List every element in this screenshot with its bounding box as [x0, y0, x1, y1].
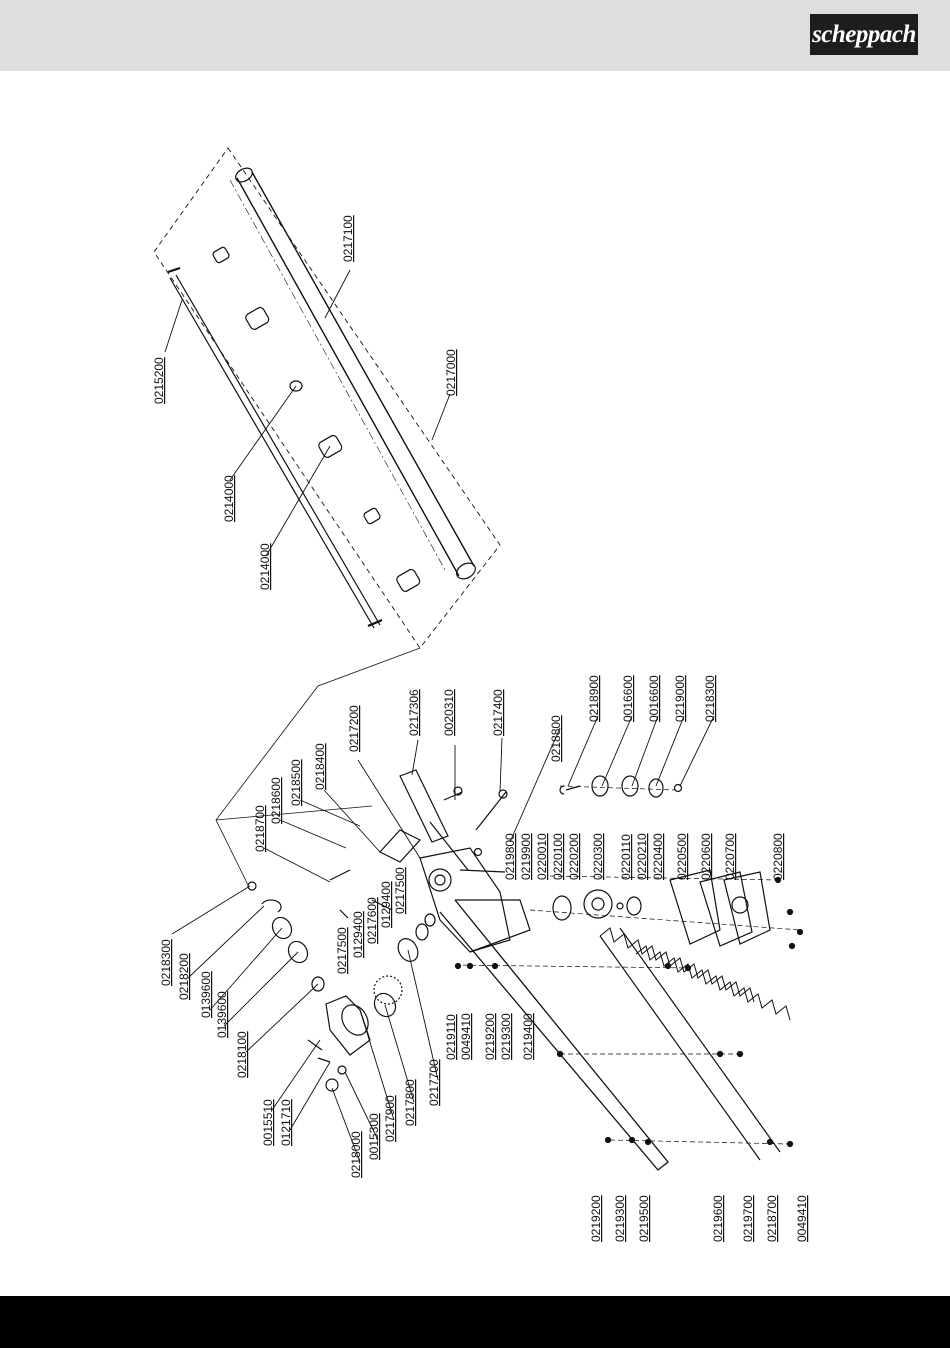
part-label: 0219600	[711, 1195, 725, 1242]
guide-bar	[439, 899, 669, 1171]
part-label: 0215200	[152, 357, 166, 404]
part-label: 0218000	[349, 1131, 363, 1178]
part-label: 0220010	[535, 833, 549, 880]
part-label: 0217900	[383, 1095, 397, 1142]
part-label: 0214000	[222, 475, 236, 522]
part-label: 0218700	[253, 805, 267, 852]
part-label: 0218600	[269, 777, 283, 824]
part-label: 0218500	[289, 759, 303, 806]
part-label: 0220600	[699, 833, 713, 880]
part-label: 0219000	[673, 675, 687, 722]
cutting-blades	[599, 927, 791, 1161]
part-label: 0218800	[549, 715, 563, 762]
part-label: 0139600	[215, 991, 229, 1038]
part-label: 0218400	[313, 743, 327, 790]
drive-tube	[236, 171, 475, 577]
alignment-lines	[454, 785, 801, 1145]
exploded-parts-diagram: 0217100 0215200 0217000 0214000 0214000 02173…	[152, 147, 809, 1242]
part-label: 0129400	[351, 911, 365, 958]
part-label: 0217400	[491, 689, 505, 736]
part-number-labels: 0217100 0215200 0217000 0214000 0214000 02173…	[152, 215, 809, 1242]
part-label: 0219900	[519, 833, 533, 880]
part-label: 0015300	[367, 1113, 381, 1160]
header-bar	[0, 0, 950, 71]
part-label: 0015510	[261, 1099, 275, 1146]
part-label: 0220200	[567, 833, 581, 880]
part-label: 0220110	[619, 834, 633, 880]
part-label: 0016600	[621, 675, 635, 722]
brand-logo: scheppach	[810, 14, 918, 55]
part-label: 0217200	[347, 705, 361, 752]
bushings	[212, 246, 421, 592]
part-label: 0219500	[637, 1195, 651, 1242]
part-label: 0220100	[551, 833, 565, 880]
part-label: 0016600	[647, 675, 661, 722]
part-label: 0218900	[587, 675, 601, 722]
part-label: 0217600	[365, 897, 379, 944]
logo-text: scheppach	[812, 21, 916, 48]
part-label: 0219800	[503, 833, 517, 880]
part-label: 0218300	[703, 675, 717, 722]
coupling-parts	[399, 769, 508, 871]
part-label: 0219300	[613, 1195, 627, 1242]
footer-bar	[0, 1296, 950, 1348]
part-label: 0049410	[795, 1195, 809, 1242]
left-parts	[247, 829, 436, 1092]
part-label: 0218700	[765, 1195, 779, 1242]
part-label: 0139600	[199, 971, 213, 1018]
part-label: 0217306	[407, 689, 421, 736]
part-label: 0219200	[589, 1195, 603, 1242]
bolts	[454, 876, 804, 1148]
leader-lines	[164, 269, 715, 1163]
part-label: 0217500	[393, 867, 407, 914]
part-label: 0220800	[771, 833, 785, 880]
part-label: 0219700	[741, 1195, 755, 1242]
part-label: 0129400	[379, 881, 393, 928]
part-label: 0219300	[499, 1013, 513, 1060]
part-label: 0218100	[235, 1031, 249, 1078]
part-label: 0220210	[635, 833, 649, 880]
part-label: 0218300	[159, 939, 173, 986]
part-label: 0219200	[483, 1013, 497, 1060]
drive-shaft	[169, 274, 381, 629]
gearbox-housing	[419, 847, 531, 953]
part-label: 0020310	[442, 689, 456, 736]
part-label: 0217700	[427, 1059, 441, 1106]
part-label: 0219400	[521, 1013, 535, 1060]
part-label: 0220300	[591, 833, 605, 880]
part-label: 0220500	[675, 833, 689, 880]
part-label: 0218200	[177, 953, 191, 1000]
part-label: 0217100	[341, 215, 355, 262]
drive-gears	[552, 775, 771, 947]
part-label: 0217500	[335, 927, 349, 974]
part-label: 0220400	[651, 833, 665, 880]
part-label: 0121710	[279, 1099, 293, 1146]
part-label: 0049410	[459, 1013, 473, 1060]
part-label: 0219110	[444, 1014, 458, 1060]
part-label: 0217000	[444, 349, 458, 396]
part-label: 0214000	[258, 543, 272, 590]
part-label: 0217800	[403, 1079, 417, 1126]
part-label: 0220700	[723, 833, 737, 880]
